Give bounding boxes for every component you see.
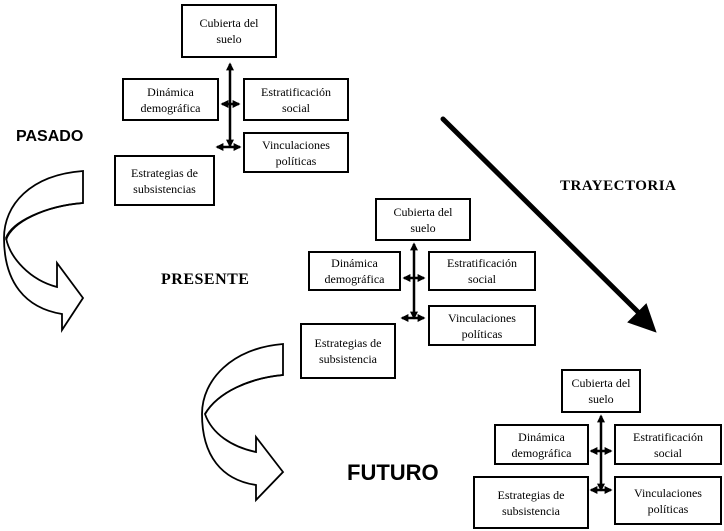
presente-box-cubierta-del-suelo: Cubierta del suelo	[375, 198, 471, 241]
box-text: Estrategias de subsistencias	[131, 165, 198, 196]
box-text: Estrategias de subsistencia	[314, 336, 382, 366]
label-presente: PRESENTE	[161, 271, 250, 288]
futuro-box-cubierta-del-suelo: Cubierta del suelo	[561, 369, 641, 413]
box-text: Estratificación social	[447, 256, 517, 286]
presente-box-vinculaciones-politicas: Vinculaciones políticas	[428, 305, 536, 346]
box-text: Estratificación social	[261, 84, 331, 115]
futuro-box-dinamica-demografica: Dinámica demográfica	[494, 424, 589, 465]
box-text: Cubierta del suelo	[571, 376, 631, 406]
trayectoria-arrowhead	[627, 303, 657, 333]
futuro-box-vinculaciones-politicas: Vinculaciones políticas	[614, 476, 722, 525]
presente-box-estratificacion-social: Estratificación social	[428, 251, 536, 291]
presente-box-dinamica-demografica: Dinámica demográfica	[308, 251, 401, 291]
futuro-box-estrategias-de-subsistencia: Estrategias de subsistencia	[473, 476, 589, 529]
curved-arrow-pasado-presente	[3, 170, 85, 334]
box-text: Estratificación social	[633, 429, 703, 460]
box-text: Dinámica demográfica	[511, 429, 572, 460]
futuro-box-estratificacion-social: Estratificación social	[614, 424, 722, 465]
box-text: Dinámica demográfica	[324, 256, 385, 286]
pasado-connectors	[215, 62, 242, 152]
box-text: Vinculaciones políticas	[262, 137, 330, 168]
presente-connectors	[400, 242, 426, 323]
pasado-box-cubierta-del-suelo: Cubierta del suelo	[181, 4, 277, 58]
trayectoria-arrow	[440, 116, 657, 333]
label-pasado: PASADO	[16, 128, 84, 145]
futuro-connectors	[589, 414, 613, 495]
box-text: Estrategias de subsistencia	[497, 487, 565, 518]
box-text: Cubierta del suelo	[199, 16, 259, 46]
pasado-box-estrategias-de-subsistencias: Estrategias de subsistencias	[114, 155, 215, 206]
box-text: Vinculaciones políticas	[634, 485, 702, 516]
label-trayectoria: TRAYECTORIA	[560, 178, 677, 194]
box-text: Dinámica demográfica	[140, 84, 201, 115]
curved-arrow-presente-futuro	[201, 343, 285, 503]
box-text: Vinculaciones políticas	[448, 310, 516, 341]
pasado-box-estratificacion-social: Estratificación social	[243, 78, 349, 121]
box-text: Cubierta del suelo	[393, 204, 453, 235]
presente-box-estrategias-de-subsistencia: Estrategias de subsistencia	[300, 323, 396, 379]
label-futuro: FUTURO	[347, 460, 439, 485]
pasado-box-dinamica-demografica: Dinámica demográfica	[122, 78, 219, 121]
pasado-box-vinculaciones-politicas: Vinculaciones políticas	[243, 132, 349, 173]
